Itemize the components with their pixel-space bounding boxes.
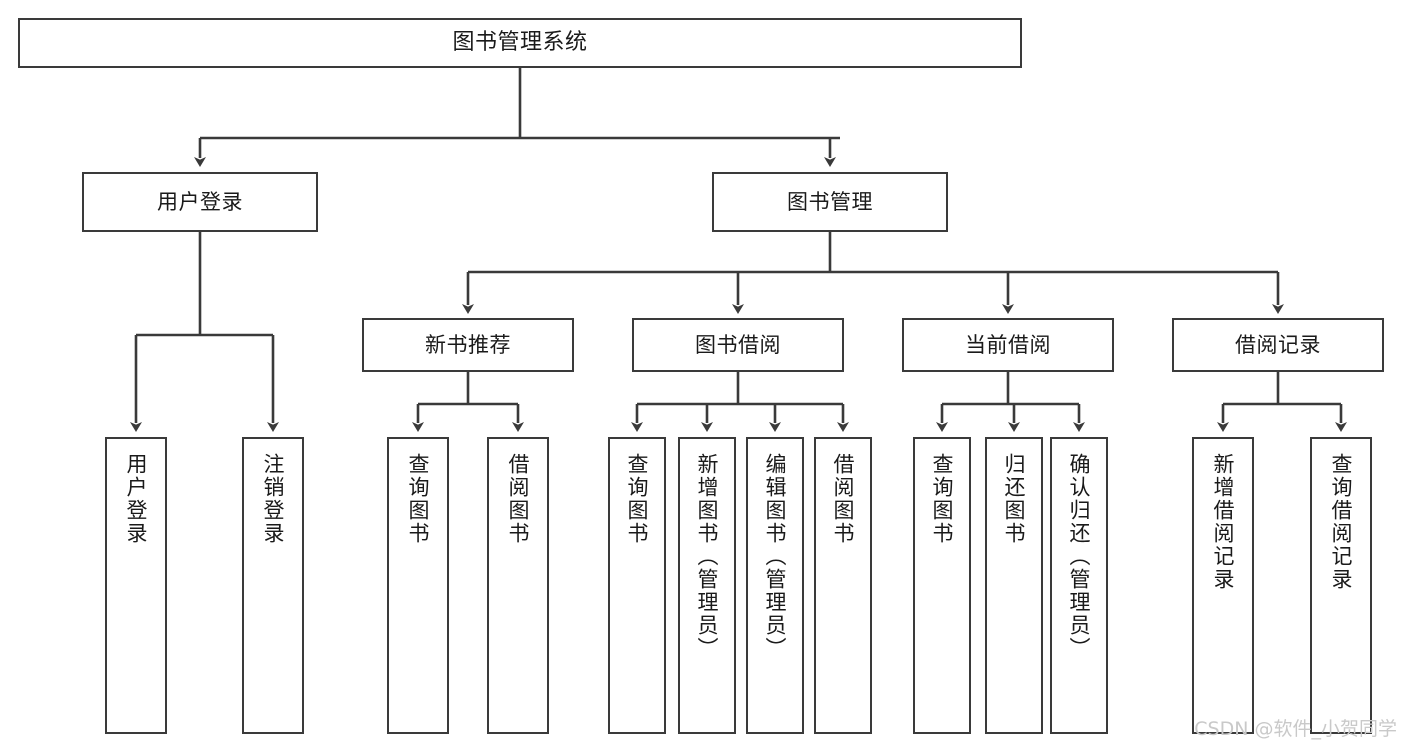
node-leaf-borrow-book-1-label: 借阅图书 bbox=[506, 453, 531, 545]
node-new-book-rec-label: 新书推荐 bbox=[425, 332, 511, 357]
node-leaf-user-login[interactable]: 用户登录 bbox=[105, 437, 167, 734]
node-leaf-add-record[interactable]: 新增借阅记录 bbox=[1192, 437, 1254, 734]
node-leaf-add-book[interactable]: 新增图书（管理员） bbox=[678, 437, 736, 734]
node-leaf-query-book-3-label: 查询图书 bbox=[930, 453, 955, 545]
node-leaf-query-book-3[interactable]: 查询图书 bbox=[913, 437, 971, 734]
node-leaf-confirm-return[interactable]: 确认归还（管理员） bbox=[1050, 437, 1108, 734]
node-leaf-logout[interactable]: 注销登录 bbox=[242, 437, 304, 734]
node-book-manage[interactable]: 图书管理 bbox=[712, 172, 948, 232]
node-leaf-add-record-label: 新增借阅记录 bbox=[1211, 453, 1236, 591]
node-leaf-query-book-2[interactable]: 查询图书 bbox=[608, 437, 666, 734]
edge-group-borrow-record bbox=[1217, 372, 1347, 432]
edge-group-new-book-rec bbox=[412, 372, 524, 432]
edge-group-user-login bbox=[130, 232, 279, 432]
node-leaf-query-record[interactable]: 查询借阅记录 bbox=[1310, 437, 1372, 734]
node-leaf-borrow-book-2[interactable]: 借阅图书 bbox=[814, 437, 872, 734]
node-leaf-query-record-label: 查询借阅记录 bbox=[1329, 453, 1354, 591]
node-leaf-edit-book[interactable]: 编辑图书（管理员） bbox=[746, 437, 804, 734]
node-leaf-confirm-return-label: 确认归还（管理员） bbox=[1067, 453, 1092, 660]
node-leaf-return-book[interactable]: 归还图书 bbox=[985, 437, 1043, 734]
edge-group-root bbox=[194, 68, 840, 167]
node-leaf-borrow-book-2-label: 借阅图书 bbox=[831, 453, 856, 545]
node-leaf-user-login-label: 用户登录 bbox=[124, 453, 149, 545]
node-borrow-record[interactable]: 借阅记录 bbox=[1172, 318, 1384, 372]
node-current-borrow-label: 当前借阅 bbox=[965, 332, 1051, 357]
edge-group-current-borrow bbox=[936, 372, 1085, 432]
edge-group-book-manage bbox=[462, 232, 1284, 314]
node-user-login[interactable]: 用户登录 bbox=[82, 172, 318, 232]
node-leaf-add-book-label: 新增图书（管理员） bbox=[695, 453, 720, 660]
node-book-manage-label: 图书管理 bbox=[787, 189, 873, 214]
watermark: CSDN @软件_小贺同学 bbox=[1194, 718, 1397, 740]
node-leaf-query-book-1[interactable]: 查询图书 bbox=[387, 437, 449, 734]
node-leaf-return-book-label: 归还图书 bbox=[1002, 453, 1027, 545]
node-borrow-record-label: 借阅记录 bbox=[1235, 332, 1321, 357]
node-root-label: 图书管理系统 bbox=[452, 30, 588, 56]
node-root[interactable]: 图书管理系统 bbox=[18, 18, 1022, 68]
node-leaf-edit-book-label: 编辑图书（管理员） bbox=[763, 453, 788, 660]
node-leaf-borrow-book-1[interactable]: 借阅图书 bbox=[487, 437, 549, 734]
node-user-login-label: 用户登录 bbox=[157, 189, 243, 214]
node-new-book-rec[interactable]: 新书推荐 bbox=[362, 318, 574, 372]
node-leaf-logout-label: 注销登录 bbox=[261, 453, 286, 545]
node-book-borrow-label: 图书借阅 bbox=[695, 332, 781, 357]
node-leaf-query-book-2-label: 查询图书 bbox=[625, 453, 650, 545]
node-leaf-query-book-1-label: 查询图书 bbox=[406, 453, 431, 545]
edge-group-book-borrow bbox=[631, 372, 849, 432]
node-book-borrow[interactable]: 图书借阅 bbox=[632, 318, 844, 372]
node-current-borrow[interactable]: 当前借阅 bbox=[902, 318, 1114, 372]
